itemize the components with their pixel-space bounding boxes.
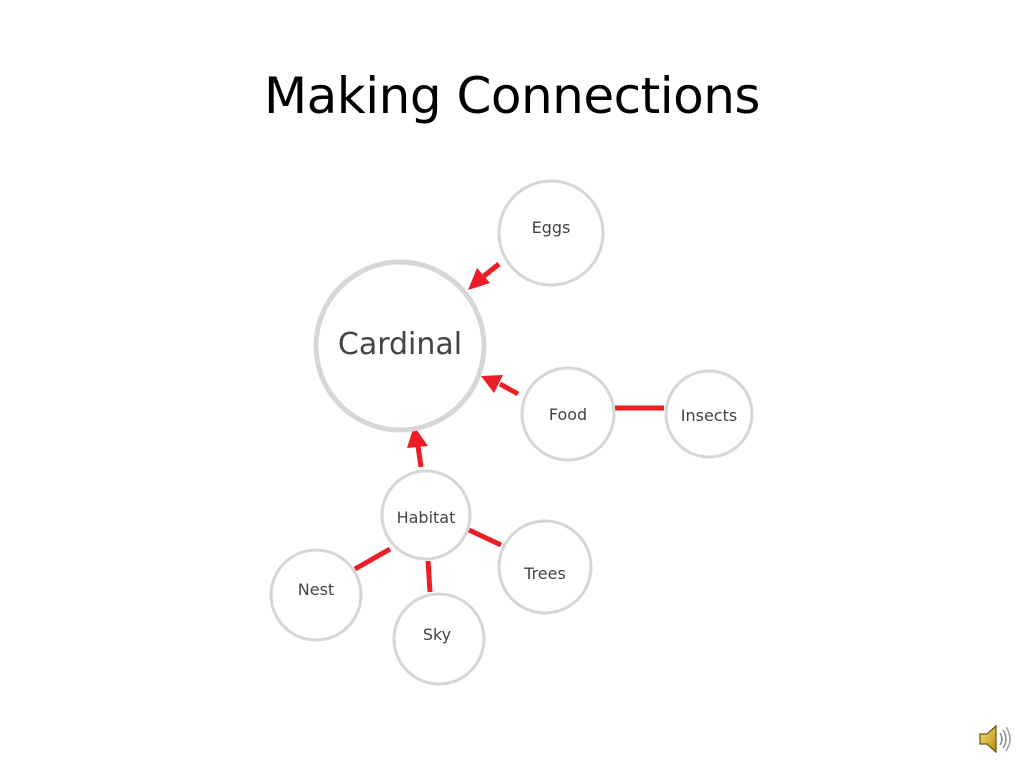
node-eggs: Eggs <box>497 179 605 287</box>
connector-food-cardinal <box>481 375 520 397</box>
node-sky-label: Sky <box>423 625 451 644</box>
node-food: Food <box>520 366 616 462</box>
node-trees-label: Trees <box>523 564 566 583</box>
slide-title: Making Connections <box>264 67 760 125</box>
node-food-label: Food <box>549 405 587 424</box>
connector-habitat-nest <box>353 546 392 572</box>
connector-habitat-trees <box>467 527 503 548</box>
node-sky: Sky <box>392 592 486 686</box>
node-habitat: Habitat <box>380 469 472 561</box>
node-eggs-label: Eggs <box>532 218 571 237</box>
speaker-icon[interactable] <box>976 720 1014 758</box>
node-insects-label: Insects <box>681 406 737 425</box>
node-insects: Insects <box>664 369 754 459</box>
connector-habitat-sky <box>425 560 433 593</box>
connector-eggs-cardinal <box>468 262 501 290</box>
node-habitat-label: Habitat <box>397 508 456 527</box>
connector-habitat-cardinal <box>407 426 428 468</box>
node-cardinal-label: Cardinal <box>338 327 462 362</box>
node-nest-label: Nest <box>298 580 334 599</box>
node-cardinal: Cardinal <box>313 259 487 433</box>
node-nest: Nest <box>269 548 363 642</box>
node-trees: Trees <box>497 519 593 615</box>
